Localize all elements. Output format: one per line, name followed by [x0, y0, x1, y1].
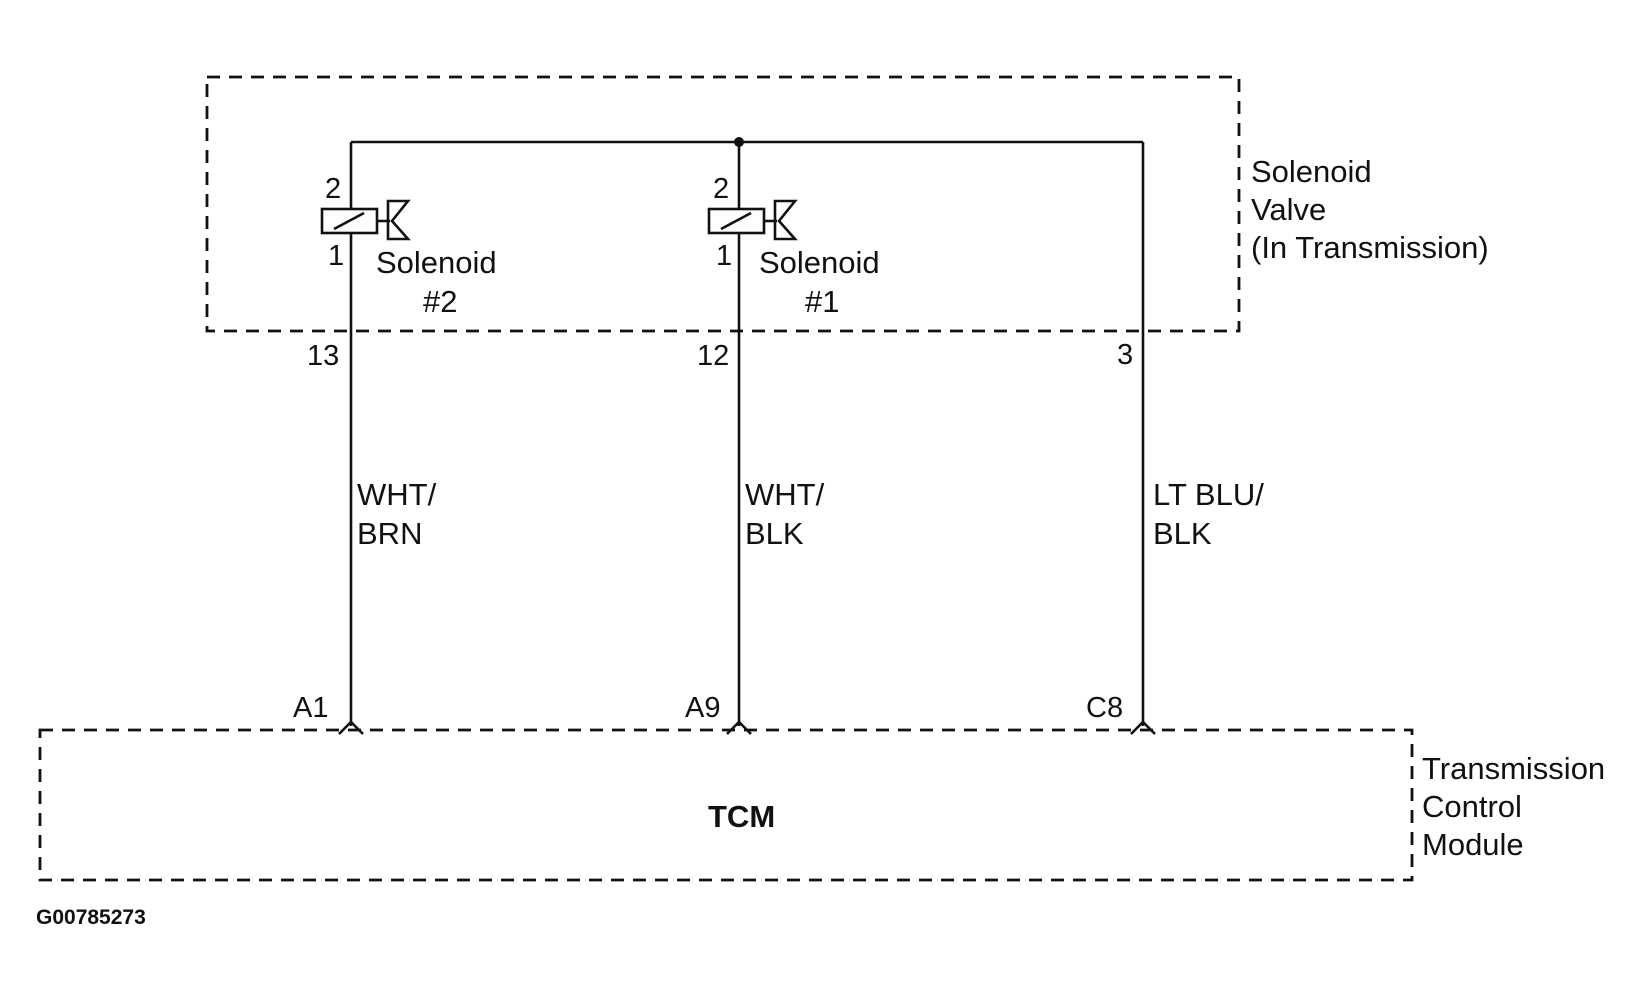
- wire2-color-line2: BLK: [745, 516, 804, 551]
- sol2-name: Solenoid: [376, 245, 497, 280]
- tcm-pin-a9: A9: [685, 692, 720, 724]
- solenoid-1-coil-icon: [707, 199, 798, 241]
- sol1-pin-top: 2: [713, 173, 729, 205]
- solenoid-valve-enclosure: [205, 75, 1241, 333]
- valve-label-line3: (In Transmission): [1251, 230, 1489, 265]
- sol1-pin-bottom: 1: [716, 240, 732, 272]
- wire1-color-line2: BRN: [357, 516, 422, 551]
- terminal-a1-icon: [338, 720, 364, 735]
- connector-pin-12: 12: [697, 340, 729, 372]
- terminal-c8-icon: [1130, 720, 1156, 735]
- solenoid-2-coil-icon: [320, 199, 411, 241]
- sol2-number: #2: [423, 284, 457, 319]
- tcm-pin-c8: C8: [1086, 692, 1123, 724]
- sol1-name: Solenoid: [759, 245, 880, 280]
- wire3-color-line2: BLK: [1153, 516, 1212, 551]
- sol2-pin-top: 2: [325, 173, 341, 205]
- connector-pin-3: 3: [1117, 339, 1133, 371]
- valve-label-line1: Solenoid: [1251, 154, 1372, 189]
- sol1-number: #1: [805, 284, 839, 319]
- valve-label-line2: Valve: [1251, 192, 1326, 227]
- terminal-a9-icon: [726, 720, 752, 735]
- tcm-label-line3: Module: [1422, 827, 1524, 862]
- tcm-label-line1: Transmission: [1422, 751, 1605, 786]
- tcm-enclosure: [38, 728, 1414, 882]
- wire1-color-line1: WHT/: [357, 477, 437, 512]
- tcm-label-line2: Control: [1422, 789, 1522, 824]
- wire2-color-line1: WHT/: [745, 477, 825, 512]
- connector-pin-13: 13: [307, 340, 339, 372]
- sol2-pin-bottom: 1: [328, 240, 344, 272]
- figure-id: G00785273: [36, 906, 146, 929]
- wire3-color-line1: LT BLU/: [1153, 477, 1264, 512]
- tcm-name: TCM: [708, 799, 775, 834]
- tcm-pin-a1: A1: [293, 692, 328, 724]
